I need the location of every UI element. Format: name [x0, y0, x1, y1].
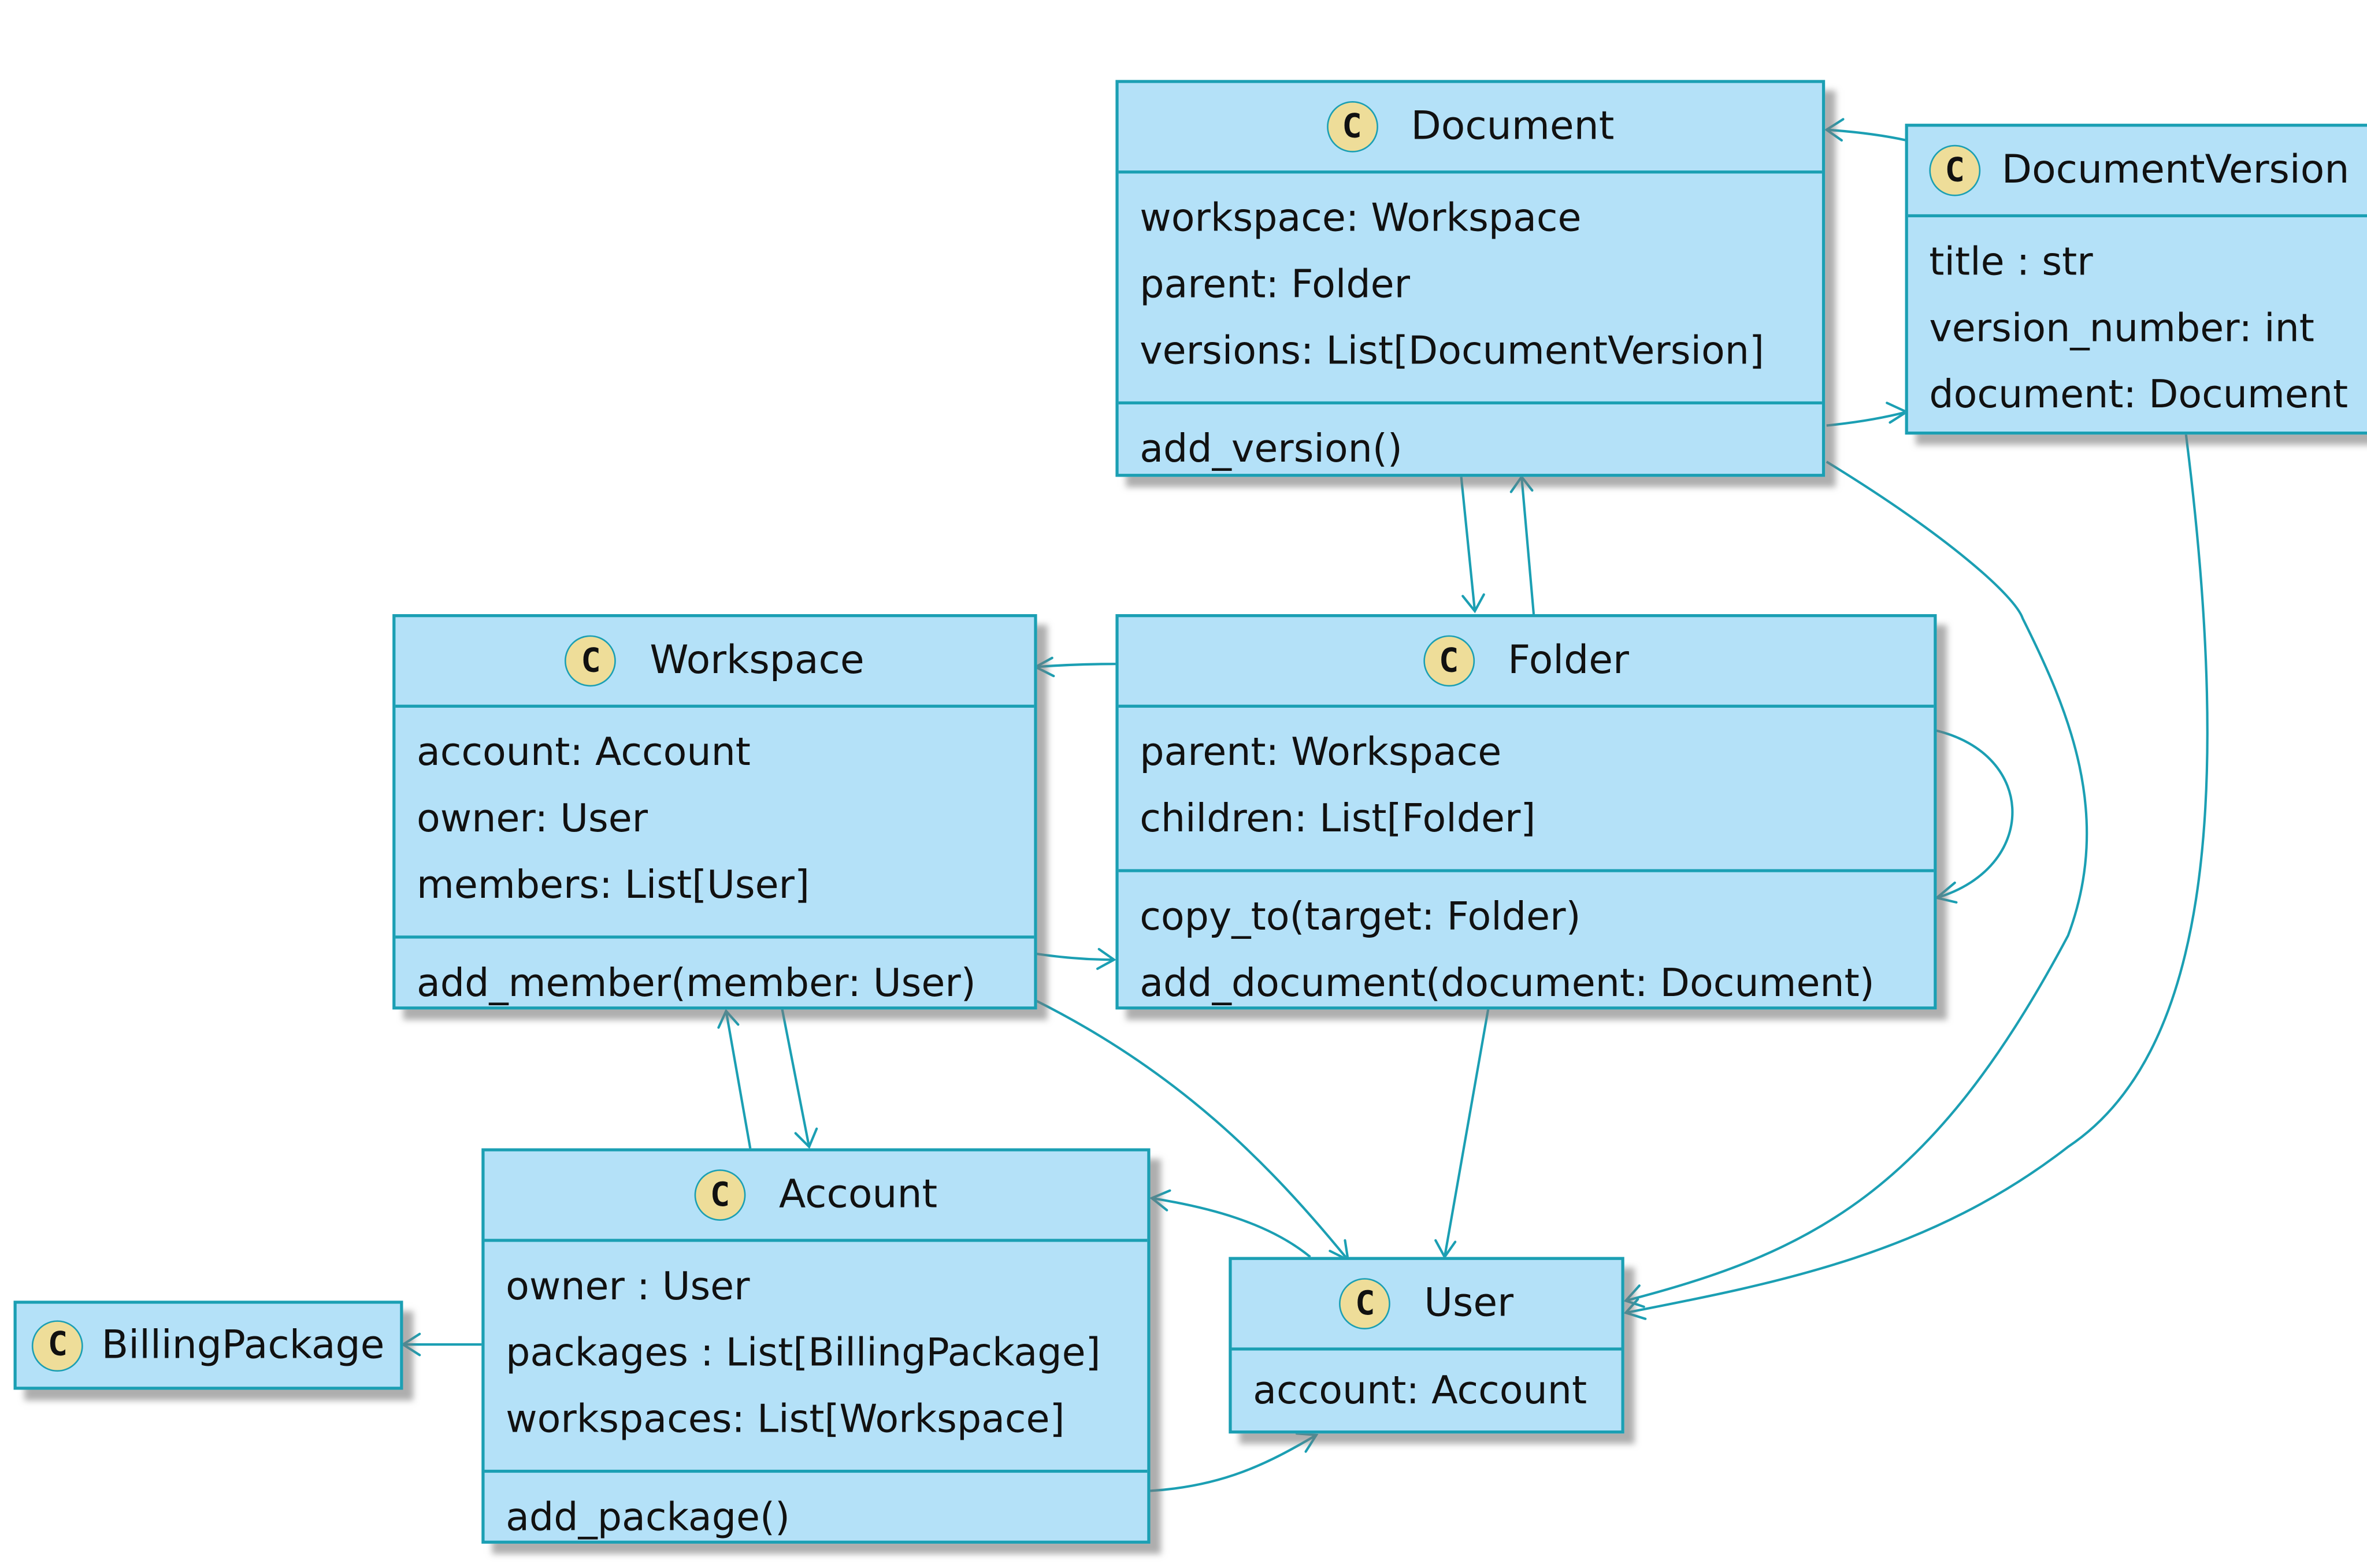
class-icon: C [1929, 144, 1981, 196]
arrowhead [1824, 118, 1845, 142]
class-name: BillingPackage [101, 1322, 385, 1368]
edge-workspace-to-folder [1035, 952, 1114, 961]
fields-section: title : str version_number: int document… [1908, 217, 2367, 445]
method: add_document(document: Document) [1140, 961, 1875, 1007]
arrowhead [1886, 402, 1909, 424]
method: copy_to(target: Folder) [1140, 894, 1581, 941]
edge-document-to-documentversion [1826, 410, 1907, 427]
field: account: Account [416, 730, 751, 776]
edge-account-to-workspace [725, 1010, 752, 1149]
class-name: Document [1411, 104, 1615, 150]
field: children: List[Folder] [1140, 797, 1536, 842]
edge-workspace-to-account [781, 1008, 811, 1147]
arrowhead [1623, 1298, 1647, 1320]
class-account[interactable]: C Account owner : User packages : List[B… [481, 1148, 1151, 1544]
arrowhead [1461, 593, 1485, 614]
class-icon: C [32, 1320, 84, 1371]
edge-workspace-to-user [1035, 999, 1349, 1261]
edge-folder-self [1935, 729, 2014, 900]
class-header: C Folder [1118, 617, 1934, 708]
field: document: Document [1929, 373, 2349, 418]
class-name: Account [778, 1172, 938, 1218]
edge-document-to-user [1625, 460, 2088, 1302]
field: owner : User [506, 1264, 750, 1310]
arrowhead [400, 1332, 421, 1357]
class-icon: C [1339, 1278, 1391, 1329]
fields-section: account: Account [1232, 1351, 1622, 1441]
edge-document-to-folder [1460, 477, 1476, 611]
class-name: User [1424, 1281, 1514, 1327]
field: versions: List[DocumentVersion] [1140, 329, 1764, 374]
edge-documentversion-to-document [1826, 128, 1907, 142]
class-icon: C [694, 1169, 746, 1221]
methods-section: add_member(member: User) [395, 939, 1034, 1034]
field: owner: User [416, 797, 648, 842]
arrowhead [1623, 1284, 1645, 1308]
method: add_version() [1140, 427, 1403, 473]
arrowhead [717, 1009, 740, 1029]
class-header: C BillingPackage [17, 1304, 400, 1387]
field: version_number: int [1929, 306, 2314, 352]
edge-folder-to-user [1443, 1008, 1490, 1257]
class-folder[interactable]: C Folder parent: Workspace children: Lis… [1115, 614, 1937, 1010]
class-name: DocumentVersion [2001, 147, 2350, 194]
field: title : str [1929, 240, 2093, 285]
fields-section: account: Account owner: User members: Li… [395, 708, 1034, 939]
field: account: Account [1253, 1368, 1587, 1414]
arrowhead [1295, 1432, 1319, 1453]
class-billingpackage[interactable]: C BillingPackage [13, 1301, 403, 1390]
class-header: C Workspace [395, 617, 1034, 708]
field: parent: Folder [1140, 262, 1411, 308]
fields-section: workspace: Workspace parent: Folder vers… [1118, 173, 1822, 404]
class-header: C Document [1118, 83, 1822, 174]
field: members: List[User] [416, 863, 810, 909]
methods-section: add_version() [1119, 404, 1822, 500]
edge-account-to-user [1150, 1434, 1317, 1492]
field: parent: Workspace [1140, 730, 1502, 776]
class-documentversion[interactable]: C DocumentVersion title : str version_nu… [1905, 124, 2367, 435]
class-header: C Account [484, 1151, 1148, 1242]
class-name: Folder [1508, 638, 1630, 684]
class-header: C User [1231, 1260, 1622, 1351]
class-user[interactable]: C User account: Account [1229, 1257, 1624, 1434]
arrowhead [1149, 1189, 1171, 1212]
fields-section: owner : User packages : List[BillingPack… [484, 1242, 1148, 1473]
class-icon: C [1423, 635, 1475, 687]
class-name: Workspace [650, 638, 865, 684]
fields-section: parent: Workspace children: List[Folder] [1118, 708, 1934, 872]
method: add_package() [506, 1495, 790, 1541]
arrowhead [1509, 474, 1534, 493]
methods-section: copy_to(target: Folder) add_document(doc… [1119, 872, 1934, 1034]
method: add_member(member: User) [416, 961, 976, 1007]
field: packages : List[BillingPackage] [506, 1331, 1101, 1376]
class-workspace[interactable]: C Workspace account: Account owner: User… [392, 614, 1037, 1010]
edge-folder-to-document [1520, 477, 1535, 615]
field: workspaces: List[Workspace] [506, 1397, 1065, 1443]
edge-folder-to-workspace [1035, 663, 1118, 668]
arrowhead [794, 1127, 818, 1149]
edge-documentversion-to-user [1625, 433, 2209, 1314]
arrowhead [1434, 1239, 1457, 1259]
class-icon: C [1326, 101, 1378, 153]
class-document[interactable]: C Document workspace: Workspace parent: … [1115, 80, 1826, 477]
class-icon: C [565, 635, 617, 687]
field: workspace: Workspace [1140, 196, 1582, 241]
arrowhead [1096, 948, 1116, 970]
class-header: C DocumentVersion [1908, 127, 2367, 218]
edge-user-to-account [1151, 1197, 1311, 1258]
methods-section: add_package() [485, 1473, 1148, 1568]
